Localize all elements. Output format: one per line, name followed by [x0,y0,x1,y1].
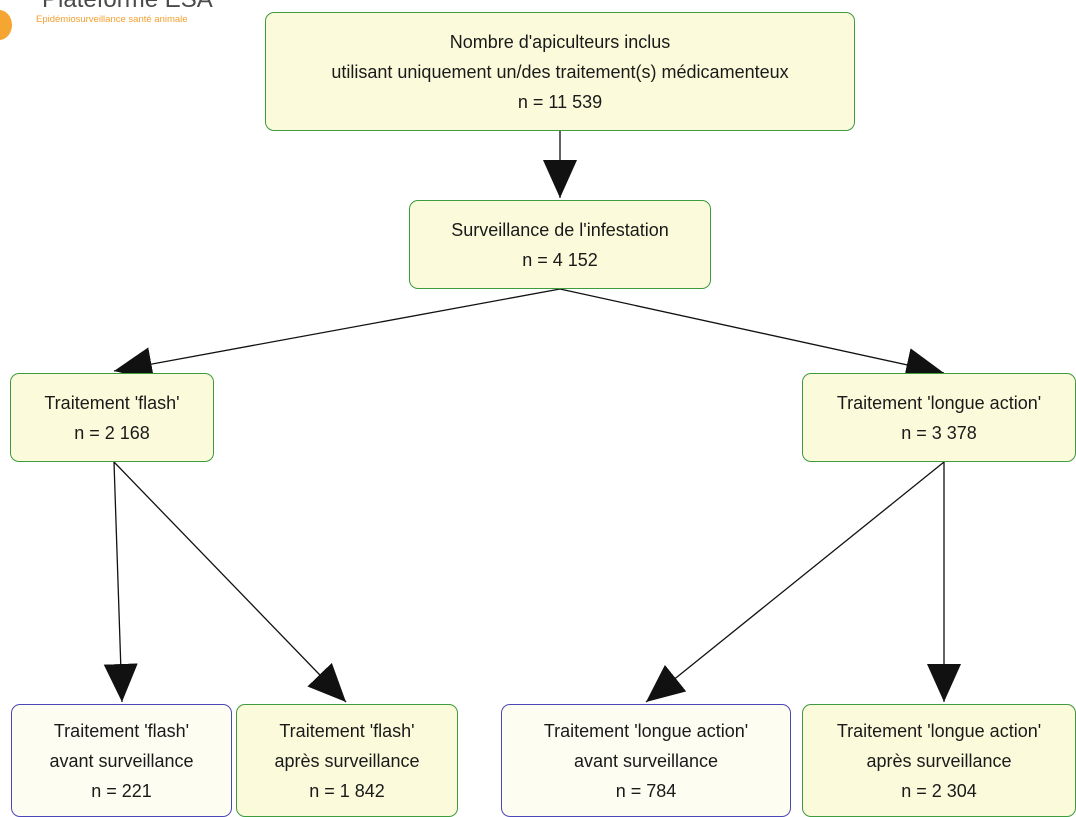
edge-flash-to-flash-apres [113,461,347,703]
node-longue-line-2: n = 3 378 [901,422,977,443]
node-flash-apres-line-3: n = 1 842 [309,780,385,801]
node-flash-line-1: Traitement 'flash' [44,392,180,413]
node-longue-apres-line-2: après surveillance [866,750,1012,771]
node-flash-apres-line-2: après surveillance [274,750,420,771]
platform-logo: Plateforme ESA Epidémiosurveillance sant… [0,0,240,40]
node-surveillance-line-2: n = 4 152 [522,249,598,270]
node-longue-avant-line-2: avant surveillance [573,750,719,771]
node-root-line-2: utilisant uniquement un/des traitement(s… [331,61,789,82]
node-flash-apres: Traitement 'flash' après surveillance n … [236,704,458,817]
edge-flash-to-flash-avant [103,461,138,703]
edge-surveillance-to-longue [559,288,945,382]
node-flash-avant: Traitement 'flash' avant surveillance n … [11,704,232,817]
node-longue-apres-line-3: n = 2 304 [901,780,977,801]
node-flash-line-2: n = 2 168 [74,422,150,443]
node-root-line-3: n = 11 539 [517,91,603,112]
node-surveillance-line-1: Surveillance de l'infestation [451,219,669,240]
edge-longue-to-longue-avant [645,461,945,703]
node-flash-avant-line-2: avant surveillance [49,750,194,771]
node-root: Nombre d'apiculteurs inclus utilisant un… [265,12,855,131]
node-longue-apres: Traitement 'longue action' après surveil… [802,704,1076,817]
node-longue-avant-line-3: n = 784 [615,780,677,801]
node-longue-avant: Traitement 'longue action' avant surveil… [501,704,791,817]
node-longue-apres-line-1: Traitement 'longue action' [836,720,1042,741]
node-flash-apres-line-1: Traitement 'flash' [279,720,415,741]
node-longue-line-1: Traitement 'longue action' [836,392,1042,413]
logo-subtitle: Epidémiosurveillance santé animale [36,14,188,25]
node-surveillance: Surveillance de l'infestation n = 4 152 [409,200,711,289]
node-flash-avant-line-3: n = 221 [91,780,152,801]
node-longue: Traitement 'longue action' n = 3 378 [802,373,1076,462]
node-flash-avant-line-1: Traitement 'flash' [53,720,190,741]
node-flash: Traitement 'flash' n = 2 168 [10,373,214,462]
logo-mark-icon [0,10,12,40]
node-longue-avant-line-1: Traitement 'longue action' [543,720,749,741]
node-root-line-1: Nombre d'apiculteurs inclus [449,31,671,52]
logo-title: Plateforme ESA [42,0,213,14]
edge-surveillance-to-flash [113,288,561,381]
